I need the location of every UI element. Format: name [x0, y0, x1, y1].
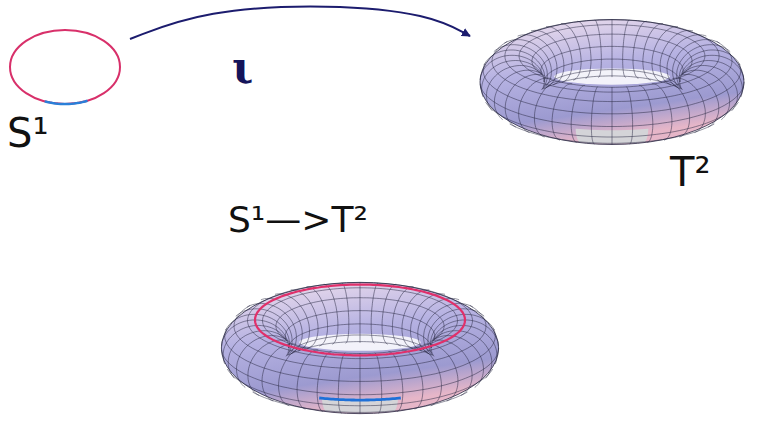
torus-surface — [221, 282, 498, 413]
embedded-arc — [319, 398, 401, 400]
map-label: ι — [232, 46, 253, 90]
math-label: S¹—>T² — [228, 200, 368, 240]
math-label: T² — [670, 150, 710, 194]
torus-figure: T² — [470, 10, 755, 215]
torus-drawing — [470, 10, 755, 215]
embedded-circle — [255, 285, 465, 356]
torus-outline — [480, 19, 744, 144]
circle-figure: S¹ — [5, 25, 130, 160]
circle-curve — [10, 30, 120, 104]
math-label: S¹ — [7, 111, 48, 155]
map-arrow — [130, 7, 470, 39]
torus-grid — [222, 282, 499, 413]
torus-grid — [480, 20, 744, 145]
torus-outline — [221, 282, 498, 413]
torus-surface — [480, 19, 744, 144]
torus-figure: S¹—>T² — [210, 198, 510, 423]
circle-arc — [45, 101, 88, 104]
